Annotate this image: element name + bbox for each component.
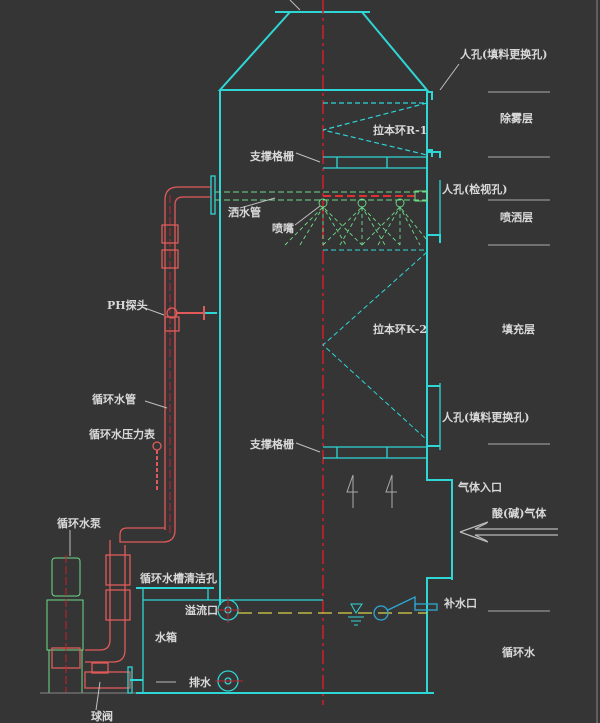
overflow-port	[215, 597, 241, 623]
label-tank-clean-hole: 循环水槽清洁孔	[140, 571, 217, 585]
circulation-pump	[46, 555, 84, 693]
layer-separators	[488, 91, 550, 612]
label-gas-inlet: 气体入口	[457, 480, 502, 494]
drain-port	[215, 670, 243, 692]
ph-probe	[164, 306, 217, 332]
label-support-grid-top: 支撑格栅	[249, 149, 294, 163]
label-circ-pump: 循环水泵	[57, 516, 101, 530]
pressure-gauge	[152, 441, 162, 490]
label-ph-probe: PH探头	[107, 298, 148, 312]
label-makeup-water: 补水口	[443, 596, 477, 610]
tower-column	[219, 90, 453, 605]
label-water-tank: 水箱	[155, 630, 177, 644]
spray-pipe	[210, 175, 428, 215]
label-ball-valve: 球阀	[91, 709, 113, 723]
leader-lines	[69, 63, 460, 711]
manhole-top	[427, 91, 433, 100]
label-pressure-gauge: 循环水压力表	[89, 427, 156, 441]
water-tank	[136, 577, 452, 694]
label-fill-layer: 填充层	[502, 322, 535, 336]
label-acid-gas: 酸(碱)气体	[492, 506, 547, 520]
label-demist-layer: 除雾层	[500, 111, 533, 125]
label-overflow: 溢流口	[185, 603, 218, 617]
label-packing-r1: 拉本环R-1	[373, 123, 427, 137]
label-manhole-bottom: 人孔(填料更换孔)	[442, 410, 529, 424]
label-support-grid-bottom: 支撑格栅	[249, 437, 294, 451]
demister-packing	[322, 102, 428, 156]
label-manhole-top: 人孔(填料更换孔)	[460, 47, 547, 61]
water-level-symbol	[348, 603, 364, 626]
label-spray-layer: 喷洒层	[500, 210, 533, 224]
spray-nozzles	[284, 198, 428, 246]
label-manhole-inspect: 人孔(检视孔)	[442, 182, 507, 196]
label-packing-k2: 拉本环K-2	[373, 322, 427, 336]
support-grid-bottom	[323, 446, 427, 459]
gas-flow-arrows	[346, 474, 397, 508]
label-drain: 排水	[189, 675, 212, 689]
label-nozzle: 喷嘴	[272, 221, 294, 235]
float-valve	[373, 595, 438, 621]
ball-valve	[84, 662, 143, 694]
label-spray-pipe: 洒水管	[228, 205, 261, 219]
packing-k2	[322, 249, 428, 441]
label-circ-water: 循环水	[502, 645, 536, 659]
support-grid-top	[323, 156, 427, 169]
gas-inlet-arrow	[459, 521, 558, 543]
circulation-pipe	[85, 186, 211, 663]
label-circ-pipe: 循环水管	[92, 392, 136, 406]
